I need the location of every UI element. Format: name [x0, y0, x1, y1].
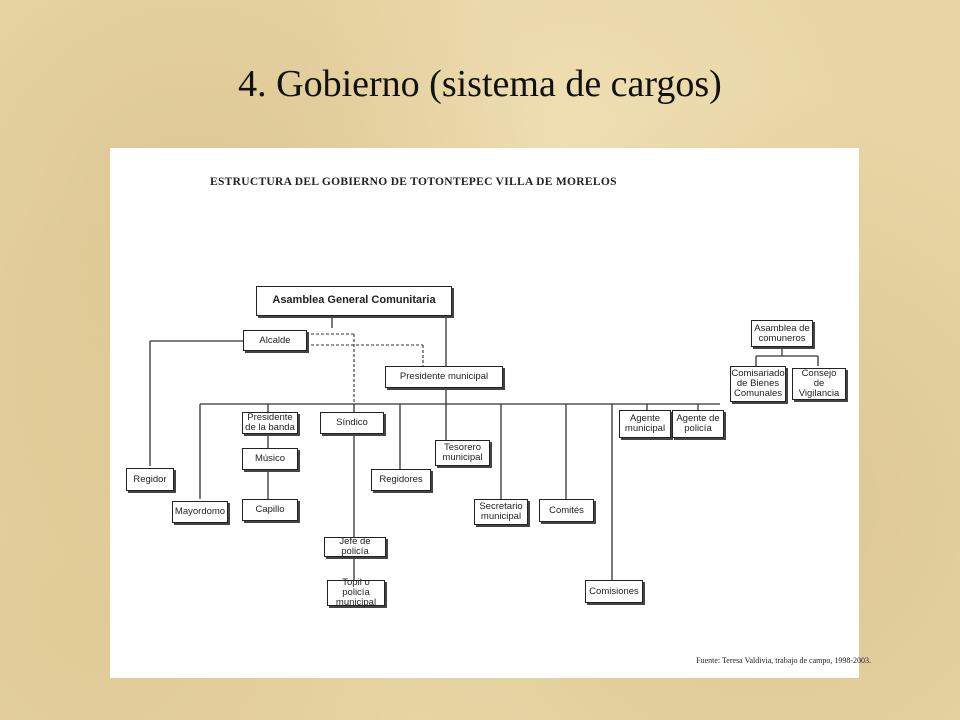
agente-municipal-node: Agente municipal: [619, 410, 671, 438]
asamblea-general-node: Asamblea General Comunitaria: [256, 286, 452, 316]
musico-node: Músico: [242, 448, 298, 470]
slide-title: 4. Gobierno (sistema de cargos): [238, 63, 722, 105]
regidores-node: Regidores: [371, 469, 431, 491]
alcalde-node: Alcalde: [243, 330, 307, 351]
comites-node: Comités: [539, 499, 594, 522]
agente-policia-node: Agente de policía: [672, 410, 724, 438]
comisiones-node: Comisiones: [585, 580, 643, 603]
sindico-node: Síndico: [320, 412, 384, 434]
consejo-node: Consejo de Vigilancia: [792, 368, 846, 400]
connector-lines: [149, 314, 819, 580]
diagram-title: Estructura del gobierno de Totontepec Vi…: [210, 176, 617, 188]
capillo-node: Capillo: [242, 499, 298, 521]
source-note: Fuente: Teresa Valdivia, trabajo de camp…: [696, 656, 871, 665]
regidor-node: Regidor: [126, 468, 174, 491]
presidente-banda-node: Presidente de la banda: [242, 412, 298, 434]
topil-node: Topil o policía municipal: [327, 578, 385, 607]
jefe-policia-node: Jefe de policía: [324, 537, 386, 557]
secretario-node: Secretario municipal: [474, 499, 528, 525]
mayordomo-node: Mayordomo: [172, 501, 228, 523]
comisariado-node: Comisariado de Bienes Comunales: [730, 366, 786, 402]
presidente-municipal-node: Presidente municipal: [385, 366, 503, 388]
asamblea-comuneros-node: Asamblea de comuneros: [751, 320, 813, 347]
org-chart-panel: Estructura del gobierno de Totontepec Vi…: [110, 148, 871, 678]
tesorero-node: Tesorero municipal: [435, 440, 490, 466]
